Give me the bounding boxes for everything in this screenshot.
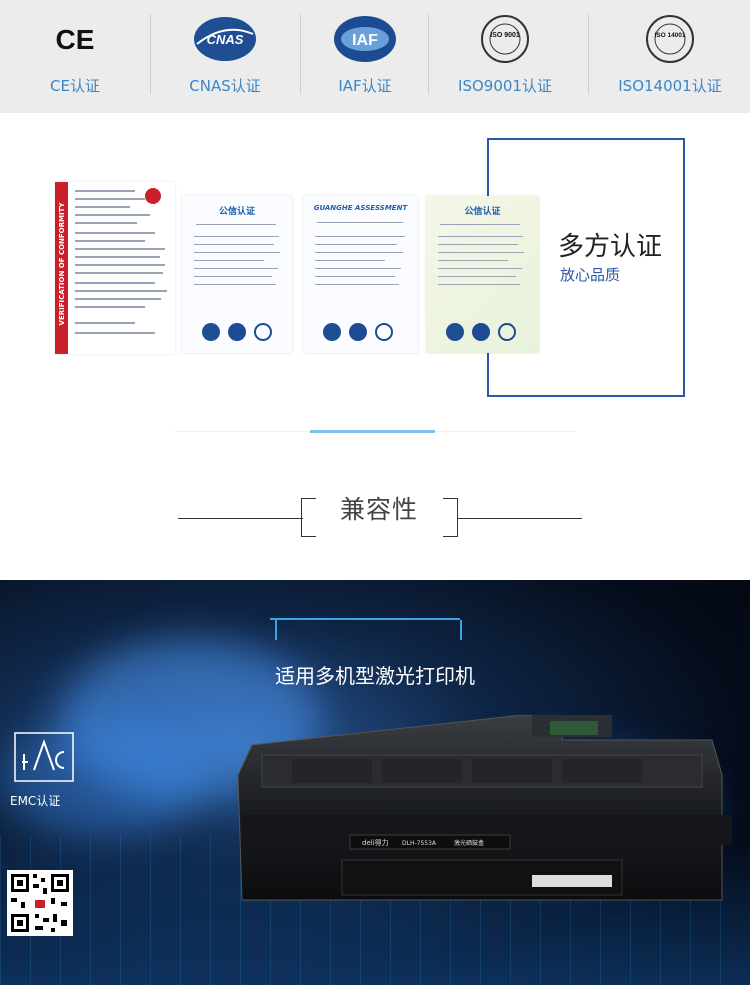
seal-icon xyxy=(498,323,516,341)
divider xyxy=(588,14,589,94)
svg-text:ISO 9001: ISO 9001 xyxy=(490,32,520,39)
iaf-seal-icon xyxy=(228,323,246,341)
svg-text:IAF: IAF xyxy=(352,32,378,49)
cert-item-ce: CE CE认证 xyxy=(0,0,150,113)
svg-text:DLH-7553A: DLH-7553A xyxy=(402,840,437,847)
seal-row xyxy=(202,323,278,345)
cert-label: IAF认证 xyxy=(338,77,392,95)
assessment-certificate-image: GUANGHE ASSESSMENT xyxy=(303,196,418,353)
divider xyxy=(428,14,429,94)
svg-text:激光硒鼓盒: 激光硒鼓盒 xyxy=(454,839,484,847)
emc-logo-icon xyxy=(14,732,74,782)
divider xyxy=(150,14,151,94)
ce-certificate-image: VERIFICATION OF CONFORMITY xyxy=(55,182,175,354)
svg-text:ISO 14001: ISO 14001 xyxy=(654,32,685,39)
doc-title: 公信认证 xyxy=(464,207,501,217)
cert-item-iso14001: ISO 14001 ISO14001认证 xyxy=(590,0,750,113)
banner-title: 适用多机型激光打印机 xyxy=(275,664,475,688)
iaf-seal-icon xyxy=(349,323,367,341)
iaf-seal-icon xyxy=(472,323,490,341)
doc-title: 公信认证 xyxy=(218,207,255,217)
cnas-logo-icon: CNAS xyxy=(194,17,256,61)
cert-item-iso9001: ISO 9001 ISO9001认证 xyxy=(430,0,580,113)
certification-bar: CE CE认证 CNAS CNAS认证 IAF IAF认证 ISO 9001 I… xyxy=(0,0,750,113)
cnas-seal-icon xyxy=(202,323,220,341)
environment-certificate-image: 公信认证 xyxy=(426,196,539,353)
ce-mark-icon: CE xyxy=(56,24,95,55)
cert-label: CNAS认证 xyxy=(189,77,261,95)
qr-code[interactable] xyxy=(7,870,73,936)
printer-banner: 适用多机型激光打印机 EMC认证 deli得力 DLH-7553A 激光硒鼓盒 xyxy=(0,580,750,985)
cert-label: ISO14001认证 xyxy=(618,77,722,95)
svg-text:deli得力: deli得力 xyxy=(362,838,389,847)
cnas-seal-icon xyxy=(323,323,341,341)
ce-badge-icon xyxy=(145,188,161,204)
quality-certificate-image: 公信认证 xyxy=(182,196,292,353)
divider xyxy=(300,14,301,94)
seal-row xyxy=(446,323,522,345)
seal-icon xyxy=(254,323,272,341)
doc-title: GUANGHE ASSESSMENT xyxy=(313,204,408,212)
section-subline: 放心品质 xyxy=(560,266,621,284)
svg-text:CNAS: CNAS xyxy=(207,32,244,47)
ce-red-strip: VERIFICATION OF CONFORMITY xyxy=(55,182,68,354)
hud-frame xyxy=(270,618,460,648)
ce-strip-text: VERIFICATION OF CONFORMITY xyxy=(58,202,66,326)
toner-cartridge-image: deli得力 DLH-7553A 激光硒鼓盒 xyxy=(237,715,732,901)
iso9001-seal-icon: ISO 9001 xyxy=(481,15,529,63)
cert-label: ISO9001认证 xyxy=(458,77,552,95)
iaf-logo-icon: IAF xyxy=(334,16,396,62)
cnas-seal-icon xyxy=(446,323,464,341)
seal-row xyxy=(323,323,399,345)
cert-label: CE认证 xyxy=(50,77,100,95)
cert-item-cnas: CNAS CNAS认证 xyxy=(150,0,300,113)
svg-text:CE: CE xyxy=(56,24,95,55)
compatibility-header: 兼容性 xyxy=(0,443,750,580)
iso14001-seal-icon: ISO 14001 xyxy=(646,15,694,63)
seal-icon xyxy=(375,323,393,341)
certificate-documents-section: VERIFICATION OF CONFORMITY 公信认证 xyxy=(0,113,750,443)
compatibility-title: 兼容性 xyxy=(339,495,418,524)
accent-line xyxy=(310,430,435,433)
emc-label: EMC认证 xyxy=(10,794,61,808)
cert-item-iaf: IAF IAF认证 xyxy=(300,0,430,113)
section-headline: 多方认证 xyxy=(558,232,663,262)
